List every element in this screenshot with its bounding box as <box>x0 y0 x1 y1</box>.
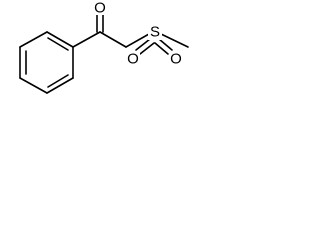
sulfonyl-left-bond-b <box>139 42 155 55</box>
ring-bond-1 <box>19 31 48 48</box>
sulfonyl-oxygen-right-label: O <box>170 51 182 68</box>
sulfonyl-oxygen-left-atom: O <box>126 51 140 68</box>
ring-bond-2 <box>46 31 74 48</box>
sulfur-label: S <box>150 24 160 41</box>
ring-to-carbonyl-bond <box>72 31 101 48</box>
methylene-to-sulfur-bond <box>125 33 150 48</box>
sulfonyl-oxygen-left-label: O <box>127 51 139 68</box>
carbonyl-oxygen-atom: O <box>93 0 107 17</box>
carbonyl-to-methylene-bond <box>99 31 127 48</box>
sulfonyl-left-bond-a <box>135 38 151 51</box>
ring-inner-bond-bottom <box>47 74 69 88</box>
sulfur-to-methyl-bond <box>160 33 189 48</box>
chemical-structure-diagram: O S O O <box>19 0 189 94</box>
sulfur-atom: S <box>148 24 162 41</box>
sulfonyl-oxygen-right-atom: O <box>169 51 183 68</box>
sulfonyl-double-bond-left <box>135 38 155 55</box>
sulfonyl-double-bond-right <box>154 38 173 55</box>
sulfonyl-right-bond-a <box>154 42 169 55</box>
carbonyl-double-bond <box>96 12 104 33</box>
ring-bond-5 <box>19 77 48 94</box>
ring-inner-bond-top <box>47 37 69 51</box>
ring-bond-4 <box>46 77 74 94</box>
structure-canvas: O S O O <box>0 0 216 134</box>
sulfonyl-right-bond-b <box>158 38 173 51</box>
carbonyl-oxygen-label: O <box>94 0 106 17</box>
benzene-ring <box>19 31 74 94</box>
